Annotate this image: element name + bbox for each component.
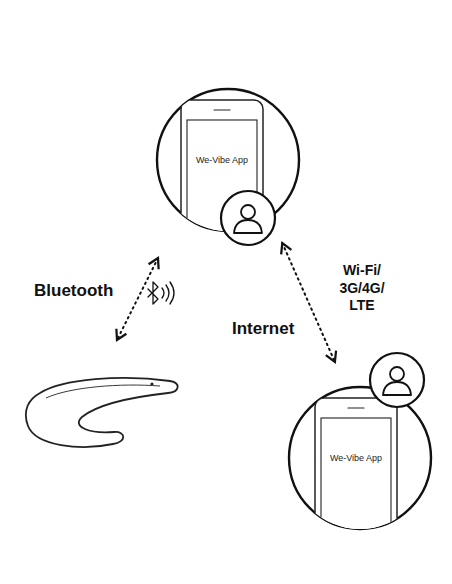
person-badge [370,353,424,407]
device-illustration [26,378,178,447]
app-name: We-Vibe App [330,453,382,463]
network-label: Wi-Fi/ 3G/4G/ LTE [339,262,384,313]
bluetooth-symbol [148,282,174,304]
person-badge [221,191,275,245]
label-holder: Internet [232,318,294,339]
phone-circle: We-Vibe App [156,88,300,232]
link-label: Internet [232,319,294,338]
bluetooth-link [117,258,158,340]
internet-link [282,243,335,362]
phone-circle: We-Vibe App [288,386,432,530]
phone-icon [315,398,397,568]
label-holder: Bluetooth [34,280,113,301]
link-label: Bluetooth [34,281,113,300]
label-holder: Wi-Fi/ 3G/4G/ LTE [330,262,394,315]
screen: We-Vibe App [321,418,391,498]
screen: We-Vibe App [187,120,257,200]
app-name: We-Vibe App [196,155,248,165]
